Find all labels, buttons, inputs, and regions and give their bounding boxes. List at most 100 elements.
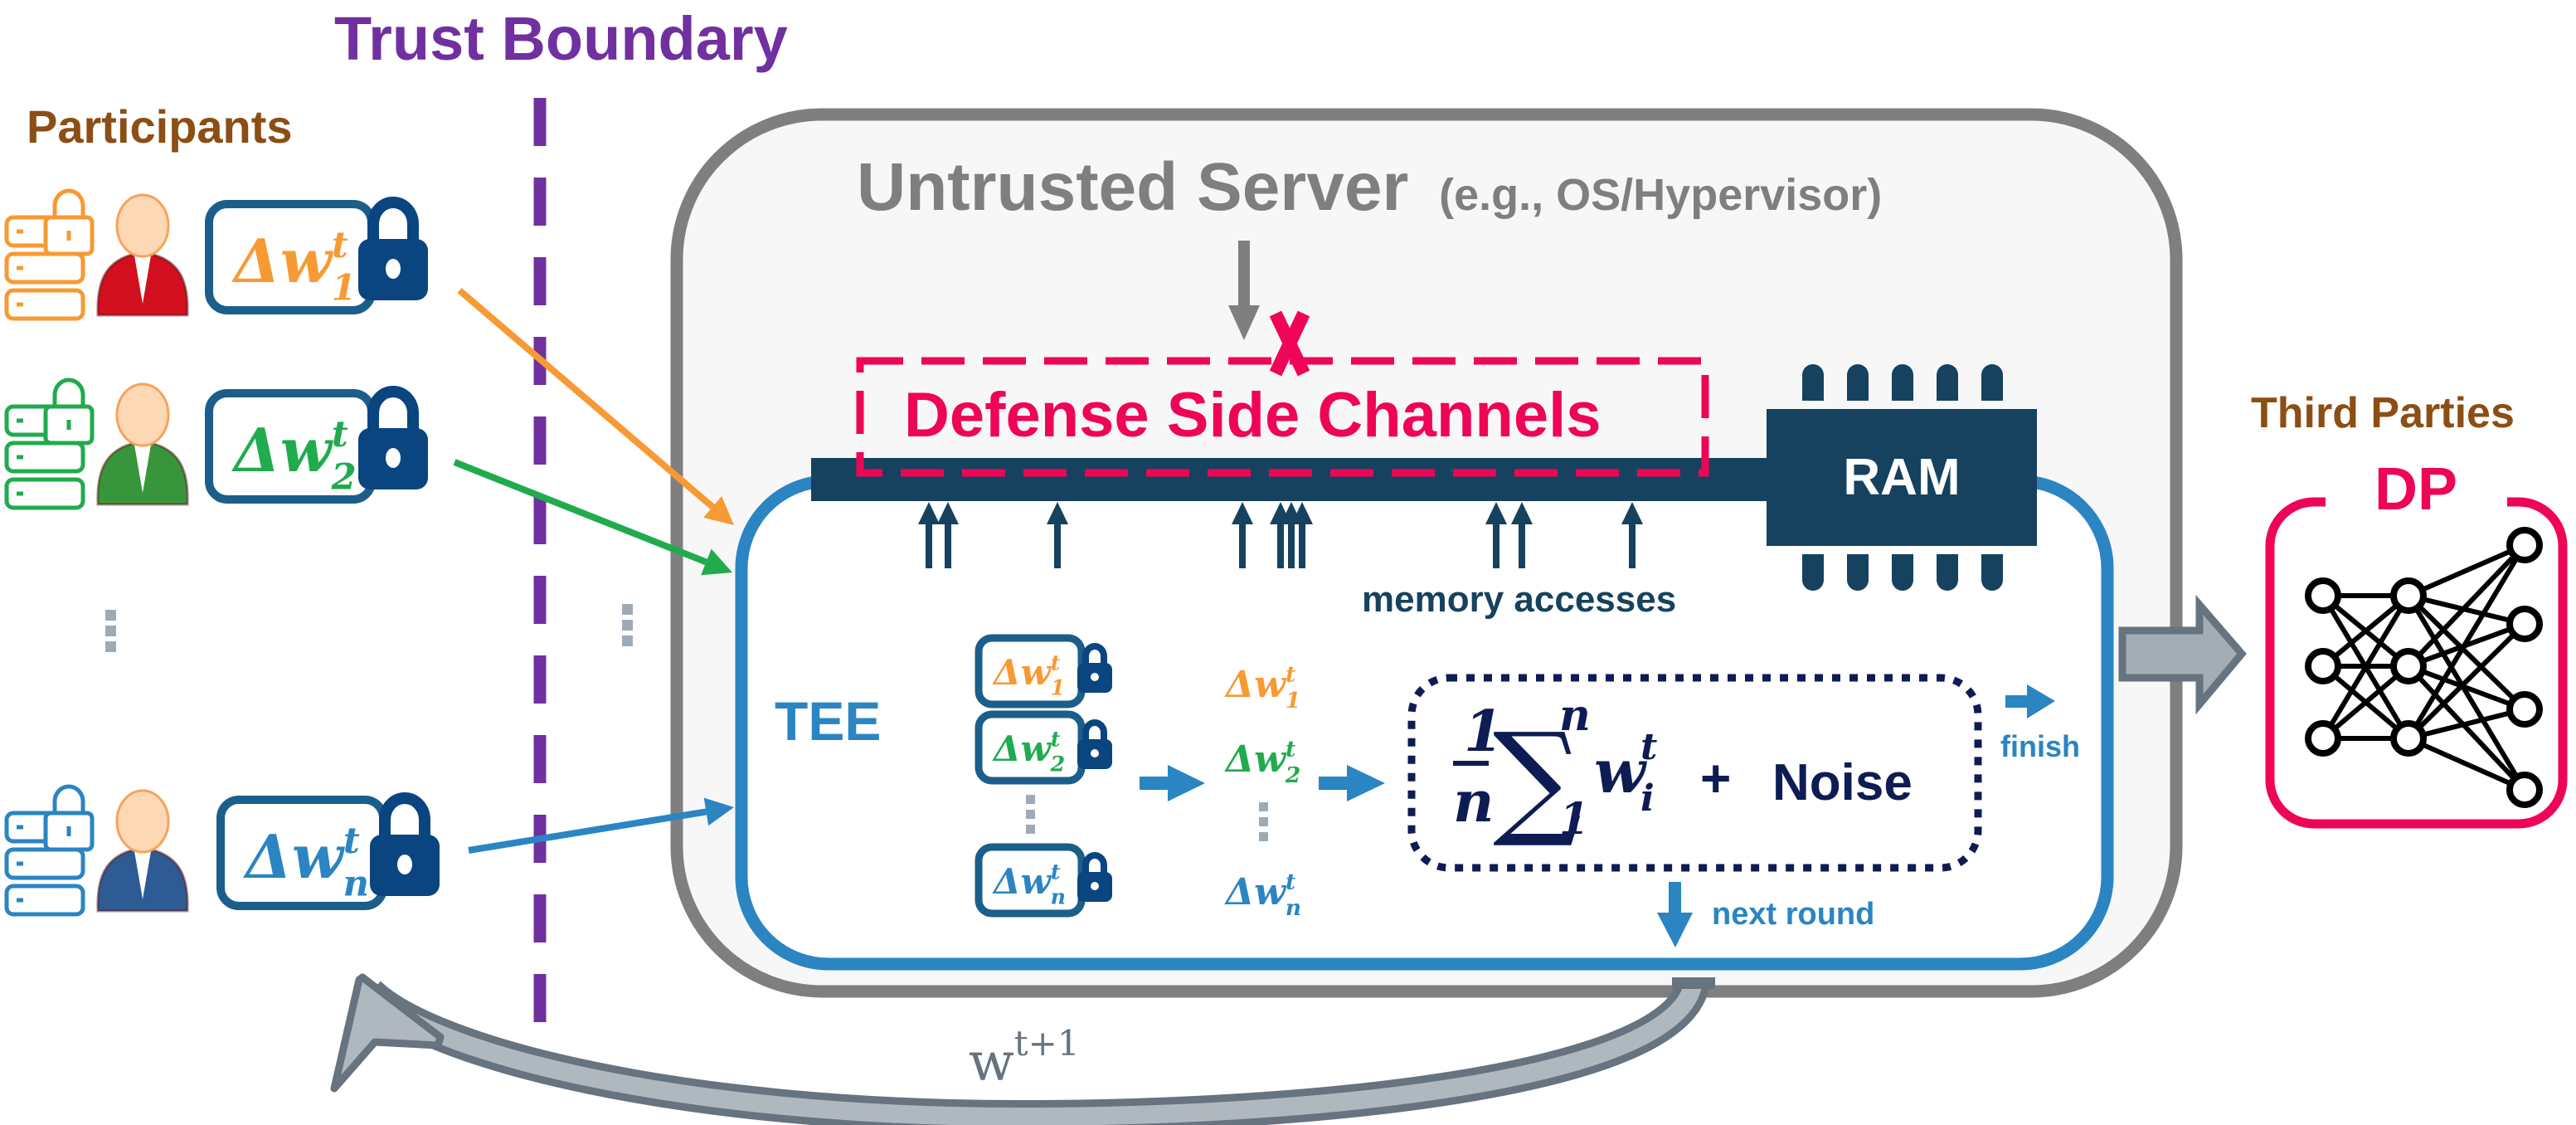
delta-subscript: n [1051,884,1066,909]
flow-arrow-n [468,797,734,854]
lock-icon [358,392,428,489]
delta-subscript: n [1286,895,1301,921]
delta-subscript: 2 [331,456,357,499]
nn-edge [2321,664,2410,741]
memory-bus [811,458,1806,501]
nn-edge [2407,543,2526,598]
decrypt-arrow [1140,765,1205,801]
server-lock-icon [4,188,95,321]
ram-pin-bottom [1937,554,1958,591]
delta-symbol: Δw [992,728,1052,769]
delta-subscript: 2 [1050,752,1066,777]
flow-arrow-2 [453,459,732,576]
delta-superscript: t [1286,869,1295,895]
formula-plus: + [1700,748,1731,808]
ram-pin-bottom [1802,554,1824,591]
nn-edge [2406,594,2527,791]
nn-edge [2407,664,2526,712]
delta-subscript: 2 [1285,762,1300,788]
defense-box [856,357,1709,477]
ram-pin-bottom [1981,554,2003,591]
global-model-return-arrow [330,973,1715,1125]
nn-node [2390,720,2427,757]
nn-edge [2321,593,2410,669]
lock-icon [358,202,428,300]
finish-arrow [2005,684,2055,718]
person-icon [96,382,189,506]
nn-edge [2408,593,2525,626]
delta-symbol: Δw [1224,664,1287,706]
person-icon [96,193,189,317]
memory-access-arrow [1485,502,1507,568]
global-model-sup: t+1 [1014,1023,1080,1064]
nn-node [2506,606,2543,642]
nn-node [2506,527,2543,563]
decrypted-ellipsis [1259,802,1268,841]
delta-superscript: t [332,224,348,266]
next-round-label: next round [1712,897,1874,932]
formula-sum-lower: 1 [1559,794,1589,845]
ram-label: RAM [1843,449,1960,506]
participants-label: Participants [27,100,293,153]
next-round-arrow [1657,882,1693,947]
server-lock-icon [4,784,95,917]
ram-pin-top [1802,364,1824,401]
nn-edge [2406,543,2527,740]
boundary-ellipsis [622,604,633,646]
nn-node [2390,648,2427,684]
participant-flow-arrows [453,287,734,854]
fraction-bar [1453,761,1489,766]
delta-symbol: Δw [231,415,334,485]
person-icon [96,789,189,913]
neural-network-icon [2305,527,2543,808]
defense-label: Defense Side Channels [904,380,1601,450]
delta-superscript: t [1051,859,1061,884]
aggregation-formula-box [1407,674,1982,872]
formula-sum-symbol: ∑ [1493,707,1582,851]
delta-symbol: Δw [992,861,1052,902]
ram-pin-bottom [1892,554,1913,591]
delta-subscript: n [343,863,369,905]
ram-pin-top [1847,364,1869,401]
memory-access-arrow [918,502,940,568]
formula-sum-upper: n [1559,690,1591,741]
ram-body [1767,409,2037,546]
formula-noise: Noise [1772,754,1913,811]
delta-symbol: Δw [1224,738,1287,781]
formula-numerator: 1 [1464,699,1503,765]
attack-arrow [1228,241,1260,340]
ram-pin-top [1981,364,2003,401]
delta-superscript: t [1286,662,1295,688]
flow-arrow-1 [457,287,734,525]
memory-access-arrow [1621,502,1643,568]
delta-symbol: Δw [243,821,346,892]
nn-edge [2321,594,2411,740]
memory-access-arrow [1291,502,1313,568]
memory-access-arrow [1232,502,1253,568]
lock-icon [370,798,440,896]
memory-access-arrows [918,502,1643,568]
delta-superscript: t [332,413,348,455]
nn-edge [2406,664,2527,792]
output-block-arrow [2118,594,2247,715]
nn-node [2506,691,2543,728]
dp-label: DP [2374,456,2457,523]
nn-edges [2321,543,2527,792]
third-parties-label: Third Parties [2251,389,2515,437]
delta-subscript: 1 [332,267,357,309]
finish-label: finish [2000,729,2080,763]
nn-node [2305,648,2341,684]
server-lock-icon [4,377,95,510]
